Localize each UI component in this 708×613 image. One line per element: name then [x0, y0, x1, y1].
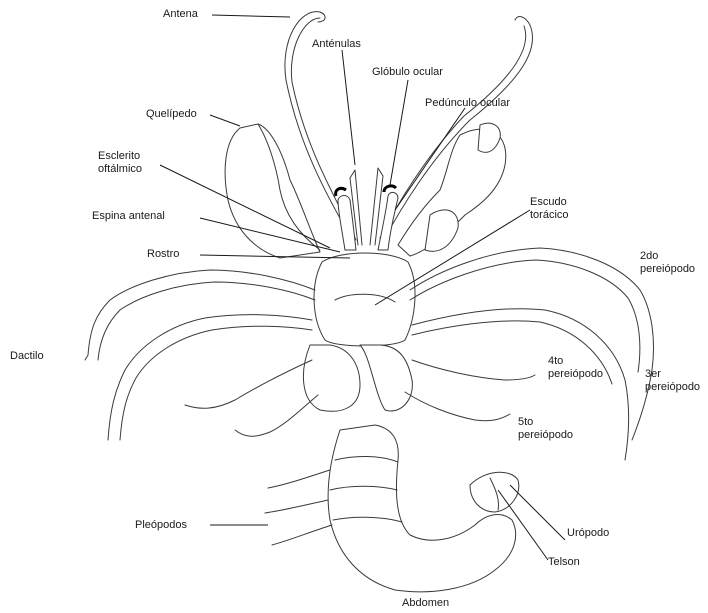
label-4to-pereiopodo: 4to pereiópodo [548, 355, 603, 381]
label-3er-pereiopodo: 3er pereiópodo [645, 368, 700, 394]
pleopod-3 [272, 525, 332, 545]
leader-antena [212, 15, 290, 17]
label-globulo-ocular: Glóbulo ocular [372, 66, 443, 79]
left-leg-3 [108, 315, 312, 440]
right-leg-4 [412, 360, 535, 380]
left-leg-4 [185, 360, 312, 408]
leader-quelipedo [210, 115, 240, 126]
uropod [470, 472, 519, 512]
leader-uropodo [510, 485, 565, 540]
left-leg-5 [235, 395, 318, 436]
label-escudo-toracico: Escudo torácico [530, 196, 569, 222]
pleopod-1 [268, 470, 330, 488]
label-pedunculo-ocular: Pedúnculo ocular [425, 97, 510, 110]
left-leg-2-inner [98, 282, 315, 360]
right-cheliped-carpus [425, 210, 458, 251]
right-leg-2-inner [410, 260, 640, 372]
label-espina-antenal: Espina antenal [92, 210, 165, 223]
label-uropodo: Urópodo [567, 527, 609, 540]
eye-globe-left [336, 188, 346, 196]
posterior-carapace-right [360, 345, 412, 411]
thoracic-shield [314, 253, 415, 346]
right-leg-2 [410, 248, 654, 440]
label-2do-pereiopodo: 2do pereiópodo [640, 250, 695, 276]
label-pleopodos: Pleópodos [135, 519, 187, 532]
leader-globulo [390, 80, 408, 185]
label-dactilo: Dactilo [10, 350, 44, 363]
pleopod-2 [265, 500, 328, 513]
label-rostro: Rostro [147, 248, 179, 261]
label-5to-pereiopodo: 5to pereiópodo [518, 416, 573, 442]
eye-stalk-right [378, 192, 398, 250]
label-esclerito-oftalmico: Esclerito oftálmico [98, 150, 142, 176]
leader-antenulas [342, 50, 355, 165]
label-quelipedo: Quelípedo [146, 108, 197, 121]
label-antena: Antena [163, 8, 198, 21]
posterior-carapace-left [303, 345, 360, 411]
label-antenulas: Anténulas [312, 38, 361, 51]
right-leg-5 [405, 392, 510, 421]
label-abdomen: Abdomen [402, 597, 449, 610]
eye-globe-right [384, 186, 396, 192]
label-telson: Telson [548, 556, 580, 569]
